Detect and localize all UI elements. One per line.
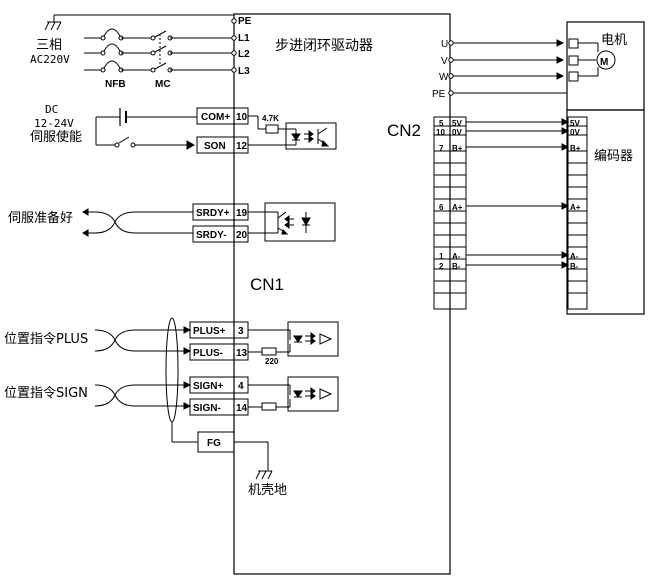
dc-circuit [95, 108, 197, 150]
cn2-signal-b-minus: B- [452, 262, 461, 271]
terminal-pe: PE [238, 16, 252, 27]
terminal-l2: L2 [238, 49, 250, 60]
pin-sign-minus-number: 14 [236, 403, 248, 414]
cn2-pin-number-6: 6 [439, 203, 444, 212]
voltage-label: AC220V [30, 53, 70, 66]
encoder-signal-a-minus: A- [570, 252, 579, 261]
pin-srdy-minus-number: 20 [236, 230, 248, 241]
cn2-signal-0v: 0V [452, 128, 462, 137]
encoder-signal-b-plus: B+ [570, 144, 581, 153]
power-lines [84, 28, 234, 73]
three-phase-label: 三相 [36, 38, 62, 53]
motor-label: 电机 [601, 33, 627, 48]
terminal-l1: L1 [238, 33, 250, 44]
cn2-pin-number-1: 1 [439, 252, 444, 261]
motor-u-label: U [441, 39, 448, 50]
encoder-signal-a-plus: A+ [570, 203, 581, 212]
mc-label: MC [155, 79, 171, 90]
pin-son-label: SON [204, 141, 226, 152]
dc-range-label: 12-24V [34, 117, 74, 130]
enable-optocoupler [248, 115, 337, 150]
pin-plus-plus-label: PLUS+ [193, 326, 226, 337]
pin-fg-label: FG [207, 438, 221, 449]
encoder-label: 编码器 [594, 149, 633, 164]
shield-and-fg [165, 317, 269, 470]
dc-label: DC [45, 103, 58, 116]
pin-plus-minus-label: PLUS- [193, 348, 223, 359]
cn2-pin-number-2: 2 [439, 262, 444, 271]
cn2-signal-5v: 5V [452, 119, 462, 128]
pin-srdy-minus-label: SRDY- [196, 230, 227, 241]
power-terminals [53, 15, 237, 73]
encoder-box [566, 109, 645, 315]
pin-sign-plus-label: SIGN+ [193, 381, 223, 392]
encoder-signal-b-minus: B- [570, 262, 579, 271]
resistor-4-7k-label: 4.7K [262, 114, 279, 123]
pin-plus-plus-number: 3 [238, 326, 244, 337]
driver-title: 步进闭环驱动器 [275, 38, 373, 54]
pin-srdy-plus-label: SRDY+ [196, 208, 230, 219]
pin-srdy-plus-number: 19 [236, 208, 248, 219]
encoder-signal-0v: 0V [570, 128, 580, 137]
cn2-label: CN2 [387, 121, 421, 140]
motor-pe-label: PE [432, 89, 446, 100]
chassis-ground-icon [255, 470, 273, 480]
resistor-220-label: 220 [265, 357, 279, 366]
ground-symbol-top [44, 14, 234, 31]
servo-enable-label: 伺服使能 [30, 129, 82, 145]
pin-com-label: COM+ [201, 112, 230, 123]
ready-output-wires [82, 202, 336, 242]
cn2-pin-number-5: 5 [439, 119, 444, 128]
cn2-signal-b-plus: B+ [452, 144, 463, 153]
motor-w-label: W [439, 72, 449, 83]
sign-input-wires [94, 376, 339, 412]
pin-com-number: 10 [236, 112, 248, 123]
chassis-ground-label: 机壳地 [248, 483, 287, 498]
cn2-pin-number-7: 7 [439, 144, 444, 153]
nfb-label: NFB [105, 79, 126, 90]
cn2-pin-number-10: 10 [436, 128, 445, 137]
cn2-signal-a-plus: A+ [452, 203, 463, 212]
motor-symbol: M [600, 57, 608, 68]
cn1-label: CN1 [250, 275, 284, 294]
cn1-pin-boxes [189, 107, 249, 453]
position-plus-label: 位置指令PLUS [4, 332, 88, 347]
motor-v-label: V [441, 56, 448, 67]
encoder-signal-5v: 5V [570, 119, 580, 128]
cn2-signal-a-minus: A- [452, 252, 461, 261]
position-sign-label: 位置指令SIGN [4, 386, 88, 401]
pin-plus-minus-number: 13 [236, 348, 248, 359]
pin-son-number: 12 [236, 141, 248, 152]
pin-sign-plus-number: 4 [238, 381, 244, 392]
terminal-l3: L3 [238, 66, 250, 77]
plus-input-wires [94, 321, 339, 357]
cn2-connections [466, 118, 570, 269]
pin-sign-minus-label: SIGN- [193, 403, 221, 414]
cn2-pin-grid [433, 116, 588, 310]
servo-ready-label: 伺服准备好 [8, 210, 73, 226]
motor-wiring [448, 38, 616, 96]
